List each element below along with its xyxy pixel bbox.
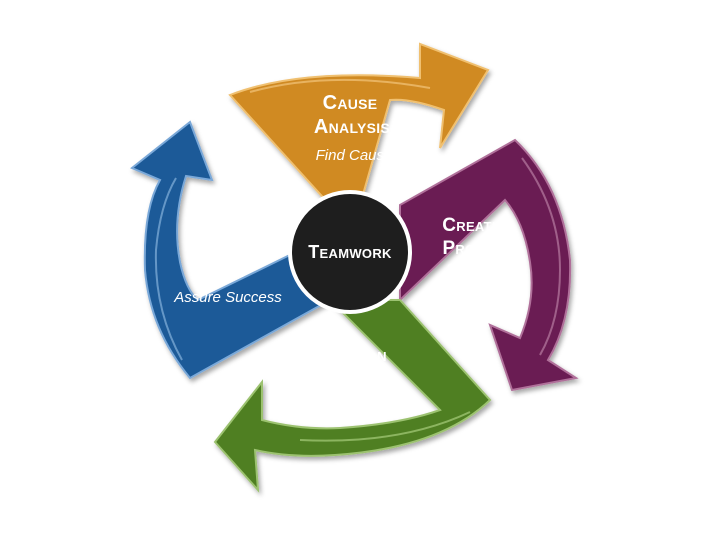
- decision-making-title-line-2: Making: [322, 368, 382, 389]
- anticipate-plan-text: Anticipate & Plan Assure Success: [173, 215, 282, 306]
- decision-making-subtitle: Best Choice: [312, 396, 393, 413]
- segment-cause-analysis: [228, 42, 490, 206]
- anticipate-plan-subtitle: Assure Success: [173, 289, 282, 306]
- anticipate-plan-wedge: [130, 120, 331, 380]
- anticipate-plan-title-line-3: Plan: [204, 261, 245, 282]
- center-label: Teamwork: [308, 242, 392, 262]
- creative-problem-solving-text: Creative Problem Solving New Ideas: [442, 215, 514, 306]
- cause-analysis-title-line-2: Analysis: [314, 116, 390, 138]
- decision-making-arrow-highlight: [299, 411, 471, 442]
- segment-creative-problem-solving: [399, 138, 579, 392]
- creative-problem-solving-wedge: [399, 138, 579, 392]
- decision-making-wedge: [213, 299, 492, 493]
- creative-problem-solving-subtitle: New Ideas: [443, 289, 514, 306]
- segment-anticipate-plan: [130, 120, 331, 380]
- decision-making-title-line-1: Decision: [317, 345, 387, 366]
- cause-analysis-title-line-1: Cause: [323, 92, 378, 114]
- center-circle: [288, 190, 412, 314]
- anticipate-plan-title-line-1: Anticipate: [184, 215, 267, 236]
- cause-analysis-subtitle: Find Cause: [316, 147, 393, 164]
- anticipate-plan-arrow-highlight: [154, 177, 183, 361]
- cause-analysis-wedge: [228, 42, 490, 206]
- creative-problem-solving-title-line-2: Problem: [442, 238, 513, 259]
- cause-analysis-text: Cause Analysis Find Cause: [314, 92, 392, 164]
- creative-problem-solving-arrow-highlight: [521, 157, 562, 356]
- creative-problem-solving-title-line-1: Creative: [442, 215, 514, 236]
- creative-problem-solving-title-line-3: Solving: [446, 261, 510, 282]
- cause-analysis-arrow-highlight: [249, 78, 431, 93]
- anticipate-plan-title-line-2: &: [217, 238, 231, 259]
- decision-making-text: Decision Making Best Choice: [312, 345, 393, 413]
- segment-decision-making: [213, 299, 492, 493]
